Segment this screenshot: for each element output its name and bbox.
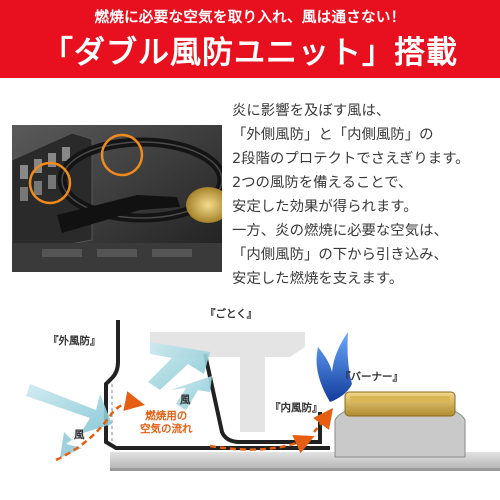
label-burner: 『バーナー』 <box>340 371 403 383</box>
highlight-circle-outer <box>28 161 72 205</box>
wind-arrow-deflected <box>60 420 104 458</box>
banner-title: 「ダブル風防ユニット」搭載 <box>42 35 458 71</box>
wind-arrow-middle <box>170 376 212 410</box>
windscreen-diagram: 『外風防』 『ごとく』 『内風防』 『バーナー』 風 風 燃焼用の 空気の流れ <box>0 292 500 500</box>
flame-shape <box>316 332 352 402</box>
wind-arrow-incoming <box>26 384 112 434</box>
label-wind-inner: 風 <box>180 394 191 406</box>
description-line: 「外側風防」と「内側風防」の <box>232 127 434 143</box>
description-line: 炎に影響を及ぼす風は、 <box>232 103 391 119</box>
description-line: 「内側風防」の下から引き込み、 <box>232 247 448 263</box>
burner-head <box>344 391 456 417</box>
label-wind-outer: 風 <box>74 429 85 441</box>
label-airflow: 燃焼用の 空気の流れ <box>140 410 193 436</box>
description-line: 一方、炎の燃焼に必要な空気は、 <box>232 223 448 239</box>
description-line: 安定した効果が得られます。 <box>232 199 418 215</box>
header-banner: 燃焼に必要な空気を取り入れ、風は通さない！ 「ダブル風防ユニット」搭載 <box>0 0 500 78</box>
description-text: 炎に影響を及ぼす風は、 「外側風防」と「内側風防」の 2段階のプロテクトでさえぎ… <box>232 99 500 291</box>
label-trivet: 『ごとく』 <box>205 308 258 320</box>
diagram-drawing <box>26 320 500 471</box>
label-airflow-line2: 空気の流れ <box>140 423 193 435</box>
inner-windscreen-line <box>203 353 322 444</box>
label-inner-windscreen: 『内風防』 <box>270 402 323 414</box>
description-line: 2つの風防を備えることで、 <box>232 175 413 191</box>
wind-arrow-top <box>148 342 210 390</box>
airflow-arrow-intake <box>55 391 145 462</box>
stove-photo-illustration <box>12 125 222 272</box>
description-line: 2段階のプロテクトでさえぎります。 <box>232 151 470 167</box>
banner-subtitle: 燃焼に必要な空気を取り入れ、風は通さない！ <box>94 10 406 26</box>
description-line: 安定した燃焼を支えます。 <box>232 271 404 287</box>
airflow-arrow-under-inner <box>209 435 315 454</box>
airflow-arrow-to-burner <box>312 408 334 433</box>
label-airflow-line1: 燃焼用の <box>145 410 188 422</box>
highlight-circle-inner <box>100 133 144 177</box>
product-photo <box>12 125 222 272</box>
label-outer-windscreen: 『外風防』 <box>48 335 101 347</box>
